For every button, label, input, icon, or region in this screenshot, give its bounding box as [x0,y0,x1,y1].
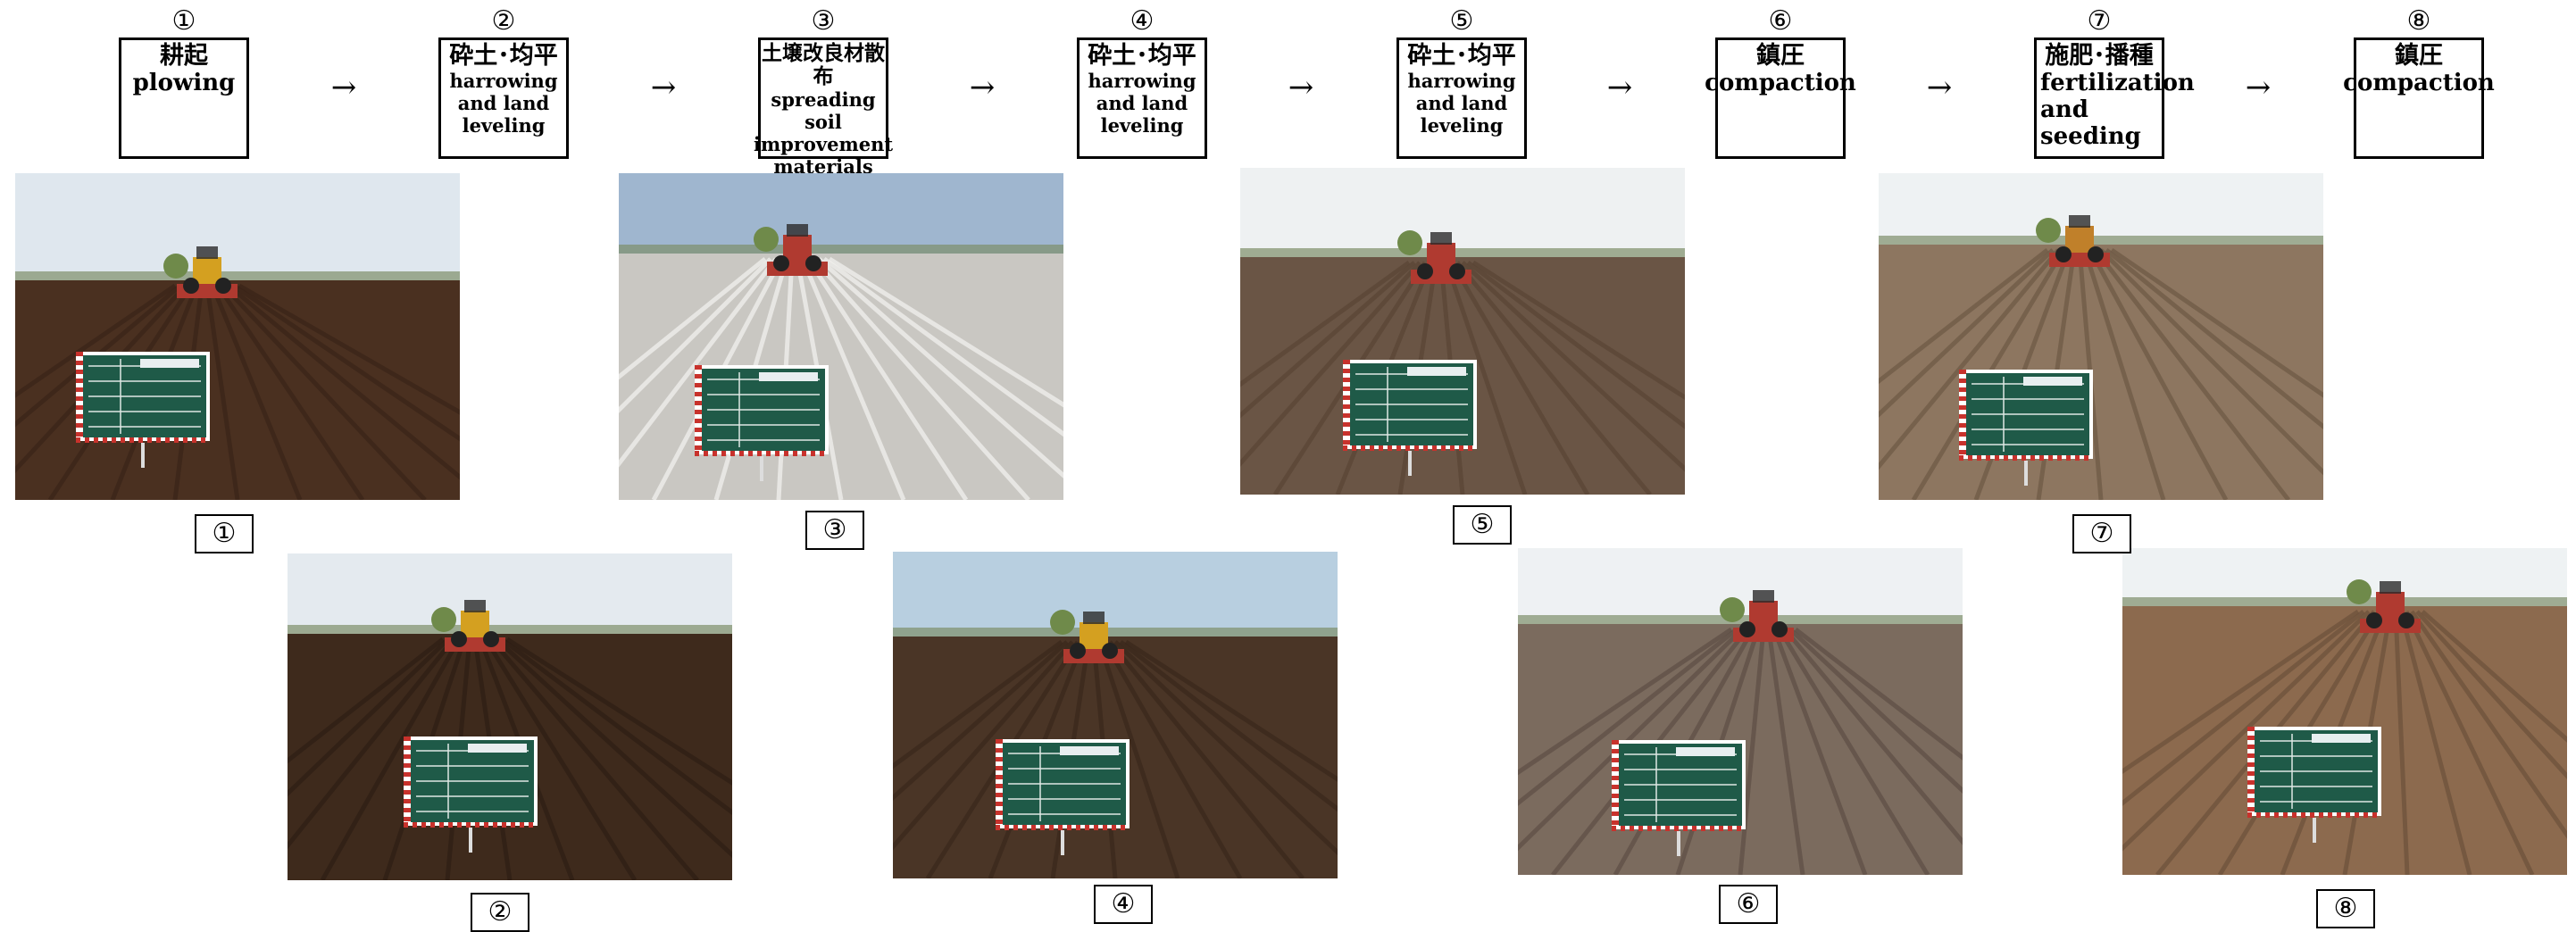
step-number-4: ④ [1130,5,1155,37]
step-label-jp: 土壌改良材散布 [762,41,885,88]
step-label-jp: 鎮圧 [1756,42,1805,70]
photo-caption-4: ④ [1094,885,1153,924]
photo-soil-improvement [619,173,1063,500]
photo-harrowing-1 [288,553,732,880]
flow-arrow: → [330,70,357,105]
step-label-en: fertilization and seeding [2040,70,2195,150]
field-photo-illustration [893,552,1338,878]
step-label-en: plowing [132,70,236,96]
photo-compaction-1 [1518,548,1963,875]
step-label-en: compaction [2343,70,2495,96]
step-number-5: ⑤ [1449,5,1474,37]
flow-arrow: → [650,70,677,105]
photo-plowing [15,173,460,500]
photo-caption-3: ③ [805,511,864,550]
photo-caption-6: ⑥ [1719,885,1778,924]
field-photo-illustration [1879,173,2323,500]
step-box-compaction-1: 鎮圧 compaction [1705,37,1856,159]
photo-compaction-2 [2122,548,2567,875]
step-label-jp: 施肥･播種 [2045,42,2154,70]
step-label-en: harrowing and land leveling [1407,70,1516,137]
step-number-6: ⑥ [1768,5,1793,37]
field-photo-illustration [2122,548,2567,875]
step-box-harrowing-2: 砕土･均平 harrowing and land leveling [1077,37,1207,159]
photo-harrowing-2 [893,552,1338,878]
photo-caption-8: ⑧ [2316,889,2375,928]
photo-caption-1: ① [195,514,254,553]
field-photo-illustration [619,173,1063,500]
step-label-jp: 耕起 [160,42,208,70]
photo-fertilization [1879,173,2323,500]
step-box-soil-improvement: 土壌改良材散布 spreading soil improvement mater… [754,37,893,178]
step-number-2: ② [491,5,516,37]
step-box-plowing: 耕起 plowing [119,37,249,159]
step-label-jp: 鎮圧 [2395,42,2443,70]
step-label-jp: 砕土･均平 [1088,42,1196,70]
step-label-en: compaction [1705,70,1856,96]
step-label-jp: 砕土･均平 [1407,42,1516,70]
step-box-compaction-2: 鎮圧 compaction [2343,37,2495,159]
field-photo-illustration [1518,548,1963,875]
flow-arrow: → [1288,70,1314,105]
step-box-harrowing-3: 砕土･均平 harrowing and land leveling [1396,37,1527,159]
step-number-3: ③ [811,5,836,37]
photo-caption-2: ② [471,893,529,932]
step-box-harrowing-1: 砕土･均平 harrowing and land leveling [438,37,569,159]
field-photo-illustration [288,553,732,880]
step-number-8: ⑧ [2406,5,2431,37]
step-label-en: harrowing and land leveling [1088,70,1196,137]
photo-harrowing-3 [1240,168,1685,495]
step-label-en: spreading soil improvement materials [753,88,894,178]
flow-arrow: → [1926,70,1953,105]
field-photo-illustration [15,173,460,500]
field-photo-illustration [1240,168,1685,495]
step-box-fertilization: 施肥･播種 fertilization and seeding [2034,37,2195,159]
photo-caption-5: ⑤ [1453,505,1512,545]
photo-caption-7: ⑦ [2072,514,2131,553]
flow-arrow: → [2245,70,2272,105]
step-label-en: harrowing and land leveling [449,70,558,137]
step-number-7: ⑦ [2087,5,2112,37]
step-number-1: ① [171,5,196,37]
flow-arrow: → [1606,70,1633,105]
step-label-jp: 砕土･均平 [449,42,558,70]
flow-arrow: → [969,70,996,105]
